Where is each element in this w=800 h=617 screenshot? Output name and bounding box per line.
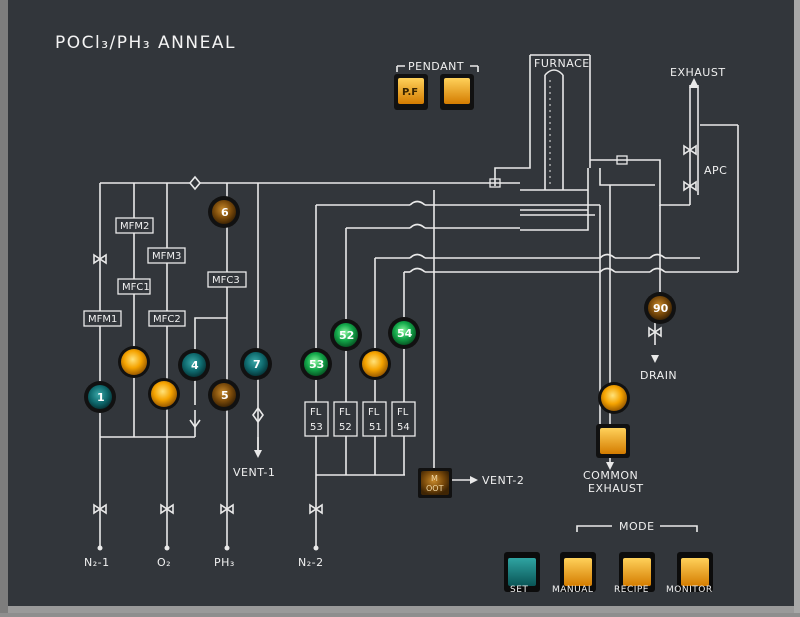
exhaust-label: EXHAUST: [670, 66, 726, 79]
svg-text:SET: SET: [510, 585, 528, 595]
svg-text:FL: FL: [339, 407, 351, 418]
gas-label-o2: O₂: [157, 556, 171, 569]
lamp-52: 52: [330, 319, 362, 351]
pendant-pf-button[interactable]: P.F: [394, 74, 428, 110]
svg-text:MFC3: MFC3: [212, 275, 240, 286]
lamp-54: 54: [388, 317, 420, 349]
lamp-mfc1-amber: [118, 346, 150, 378]
mode-label: MODE: [619, 520, 655, 533]
lamp-5: 5: [208, 379, 240, 411]
lamp-51-amber: [359, 348, 391, 380]
lamp-53: 53: [300, 348, 332, 380]
vent1-label: VENT-1: [233, 466, 275, 479]
set-button[interactable]: SET: [504, 552, 540, 595]
lamp-4: 4: [178, 349, 210, 381]
svg-text:90: 90: [653, 302, 669, 315]
svg-text:53: 53: [309, 358, 324, 371]
drain-label: DRAIN: [640, 369, 677, 382]
lamp-exhaust-amber: [598, 382, 630, 414]
svg-text:MANUAL: MANUAL: [552, 585, 593, 595]
svg-text:54: 54: [397, 422, 410, 433]
gas-label-ph3: PH₃: [214, 556, 235, 569]
svg-text:M: M: [431, 474, 438, 483]
svg-text:MFM3: MFM3: [152, 251, 181, 262]
svg-text:MONITOR: MONITOR: [666, 585, 713, 595]
svg-text:MFC1: MFC1: [122, 282, 150, 293]
svg-text:6: 6: [221, 206, 229, 219]
recipe-button[interactable]: RECIPE: [614, 552, 655, 595]
mfc3-box: MFC3: [207, 271, 247, 288]
svg-text:RECIPE: RECIPE: [614, 585, 649, 595]
svg-text:5: 5: [221, 389, 229, 402]
svg-text:FL: FL: [368, 407, 380, 418]
svg-text:54: 54: [397, 327, 413, 340]
mfm3-box: MFM3: [147, 247, 186, 264]
svg-text:P.F: P.F: [402, 87, 418, 98]
mfc1-box: MFC1: [117, 278, 151, 295]
lamp-90: 90: [644, 292, 676, 324]
fl53-box: FL 53: [304, 401, 329, 437]
svg-text:1: 1: [97, 391, 105, 404]
vent2-label: VENT-2: [482, 474, 524, 487]
svg-text:FL: FL: [310, 407, 322, 418]
pendant-label: PENDANT: [408, 60, 464, 73]
gas-label-n2-2: N₂-2: [298, 556, 324, 569]
common-exhaust-label-line1: COMMON: [583, 469, 638, 482]
m-oot-button[interactable]: M OOT: [418, 468, 452, 498]
pendant-lamp-button[interactable]: [440, 74, 474, 110]
gas-label-n2-1: N₂-1: [84, 556, 110, 569]
mfc2-box: MFC2: [148, 310, 186, 327]
lamp-1: 1: [84, 381, 116, 413]
svg-text:51: 51: [369, 422, 382, 433]
apc-label: APC: [704, 164, 727, 177]
svg-text:53: 53: [310, 422, 323, 433]
lamp-6: 6: [208, 196, 240, 228]
lamp-7: 7: [240, 348, 272, 380]
lamp-o2-amber: [148, 378, 180, 410]
manual-button[interactable]: MANUAL: [552, 552, 596, 595]
svg-text:MFC2: MFC2: [153, 314, 181, 325]
svg-text:OOT: OOT: [426, 484, 444, 493]
common-exhaust-label-line2: EXHAUST: [588, 482, 644, 495]
svg-text:MFM2: MFM2: [120, 221, 149, 232]
fl52-box: FL 52: [333, 401, 358, 437]
panel-title: POCl₃/PH₃ ANNEAL: [55, 33, 236, 53]
monitor-button[interactable]: MONITOR: [666, 552, 713, 595]
svg-text:MFM1: MFM1: [88, 314, 117, 325]
svg-text:52: 52: [339, 329, 354, 342]
svg-text:52: 52: [339, 422, 352, 433]
common-exhaust-button[interactable]: [596, 424, 630, 458]
fl51-box: FL 51: [362, 401, 387, 437]
fl54-box: FL 54: [391, 401, 416, 437]
mfm1-box: MFM1: [83, 310, 122, 327]
svg-text:FL: FL: [397, 407, 409, 418]
furnace-label: FURNACE: [534, 57, 590, 70]
mfm2-box: MFM2: [115, 217, 154, 234]
svg-text:7: 7: [253, 358, 261, 371]
svg-text:4: 4: [191, 359, 199, 372]
